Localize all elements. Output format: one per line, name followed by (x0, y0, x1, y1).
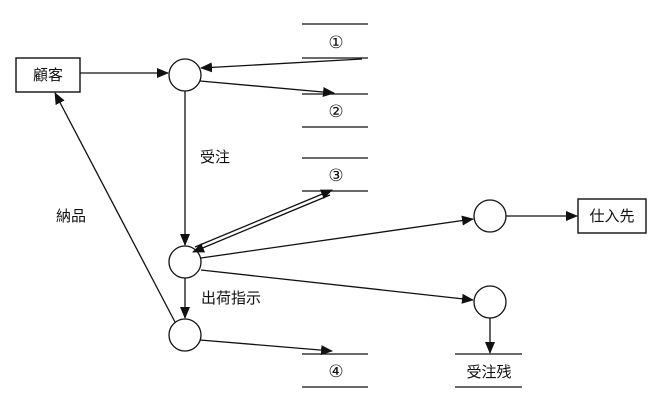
customer-entity: 顧客 (15, 57, 81, 93)
purchasing-process (473, 199, 507, 233)
processing-to-store3-arrow (194, 189, 333, 248)
data-store-2: ② (302, 93, 368, 128)
processing-to-purchasing-arrow (200, 215, 474, 259)
shipping-instruction-flow-label: 出荷指示 (201, 289, 261, 307)
receipt-to-store2-arrow (199, 80, 335, 97)
supplier-entity: 仕入先 (577, 198, 647, 234)
data-store-3: ③ (302, 157, 368, 192)
backorder-store-label: 受注残 (466, 363, 511, 381)
customer-label: 顧客 (33, 66, 63, 84)
data-store-3-label: ③ (328, 166, 343, 186)
backorder-store: 受注残 (455, 353, 522, 388)
data-store-4: ④ (302, 353, 368, 388)
store3-to-processing-arrow (192, 194, 331, 253)
delivery-flow-label: 納品 (56, 207, 86, 225)
data-store-4-label: ④ (328, 362, 343, 382)
order-receipt-process (168, 58, 202, 92)
store1-to-receipt-arrow (200, 58, 363, 73)
shipping-to-customer-arrow (54, 92, 176, 323)
shipping-to-store4-arrow (199, 339, 333, 356)
data-store-1-label: ① (328, 33, 343, 53)
processing-to-backorder-arrow (200, 269, 474, 304)
data-store-1: ① (302, 23, 368, 59)
backorder-process (473, 285, 507, 319)
data-store-2-label: ② (328, 102, 343, 122)
order-flow-label: 受注 (200, 148, 230, 166)
shipping-process (168, 318, 202, 352)
supplier-label: 仕入先 (589, 207, 634, 225)
